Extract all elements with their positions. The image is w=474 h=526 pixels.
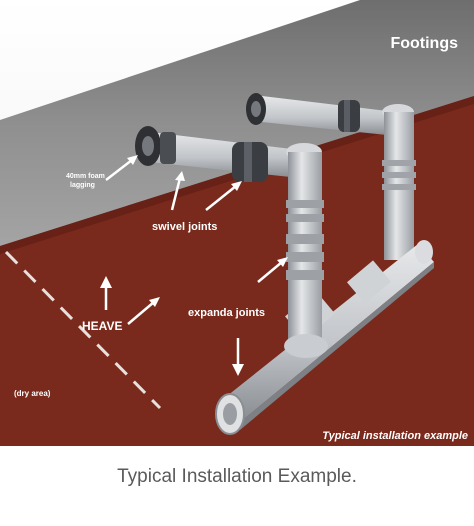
annotation-arrows — [100, 155, 288, 376]
installation-diagram: Footings 40mm foam lagging swivel joints… — [0, 0, 474, 446]
diagram-title: Footings — [390, 35, 458, 52]
swivel-joints-label: swivel joints — [152, 221, 217, 233]
heave-label: HEAVE — [82, 319, 122, 333]
back-pipe-assembly — [246, 93, 416, 260]
dry-area-boundary — [4, 250, 162, 410]
example-label: Typical installation example — [322, 430, 468, 442]
concrete-slab — [0, 0, 474, 246]
front-pipe-assembly — [135, 126, 328, 358]
dry-area-label: (dry area) — [14, 389, 51, 398]
expanda-joints-label: expanda joints — [188, 307, 265, 319]
foam-lagging-label: 40mm foam lagging — [66, 173, 107, 189]
figure-caption: Typical Installation Example. — [117, 466, 357, 487]
